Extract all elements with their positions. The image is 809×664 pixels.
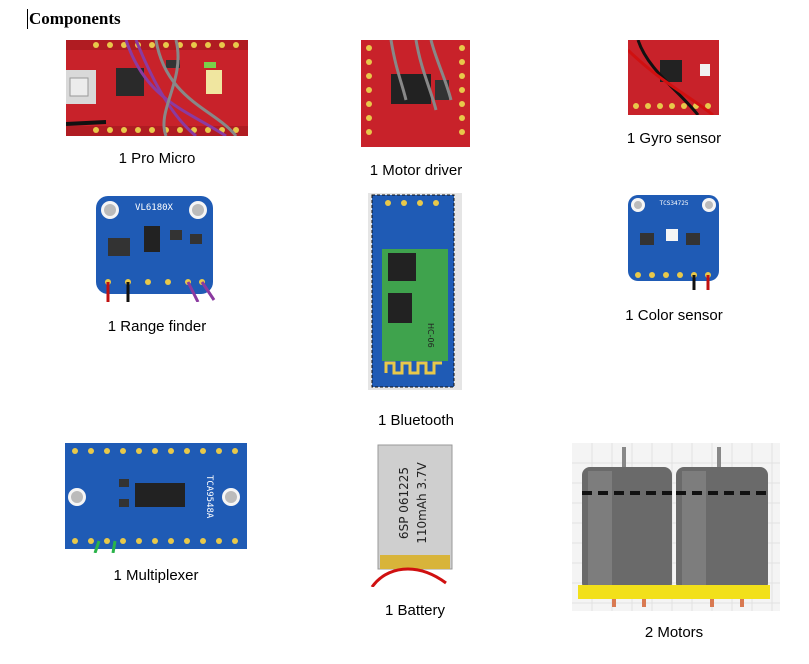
color-sensor-image: TCS34725 bbox=[626, 193, 721, 290]
range-finder-image: VL6180X bbox=[94, 194, 217, 302]
motor-driver-caption: 1 Motor driver bbox=[369, 162, 463, 179]
motors-caption: 2 Motors bbox=[644, 624, 704, 641]
gyro-sensor-image bbox=[628, 40, 719, 115]
bluetooth-module-label: HC-06 bbox=[426, 323, 435, 348]
multiplexer-silkscreen: TCA9548A bbox=[204, 475, 214, 519]
section-heading: Components bbox=[29, 9, 121, 28]
gyro-sensor-caption: 1 Gyro sensor bbox=[626, 130, 722, 147]
range-finder-silkscreen: VL6180X bbox=[135, 203, 174, 213]
motors-image bbox=[572, 443, 780, 611]
battery-label-1: 6SP 061225 bbox=[397, 467, 411, 539]
pro-micro-image bbox=[66, 40, 248, 136]
color-sensor-caption: 1 Color sensor bbox=[625, 307, 723, 324]
multiplexer-caption: 1 Multiplexer bbox=[113, 567, 199, 584]
pro-micro-caption: 1 Pro Micro bbox=[118, 150, 196, 167]
color-sensor-silkscreen: TCS34725 bbox=[660, 200, 689, 207]
battery-label-2: 110mAh 3.7V bbox=[415, 461, 429, 543]
bluetooth-image: HC-06 bbox=[368, 193, 462, 390]
range-finder-caption: 1 Range finder bbox=[107, 318, 207, 335]
motor-driver-image bbox=[361, 40, 470, 147]
battery-caption: 1 Battery bbox=[384, 602, 446, 619]
battery-image: 6SP 061225 110mAh 3.7V bbox=[366, 443, 462, 587]
multiplexer-image: TCA9548A bbox=[65, 443, 247, 553]
bluetooth-caption: 1 Bluetooth bbox=[378, 412, 454, 429]
text-cursor bbox=[27, 9, 28, 29]
